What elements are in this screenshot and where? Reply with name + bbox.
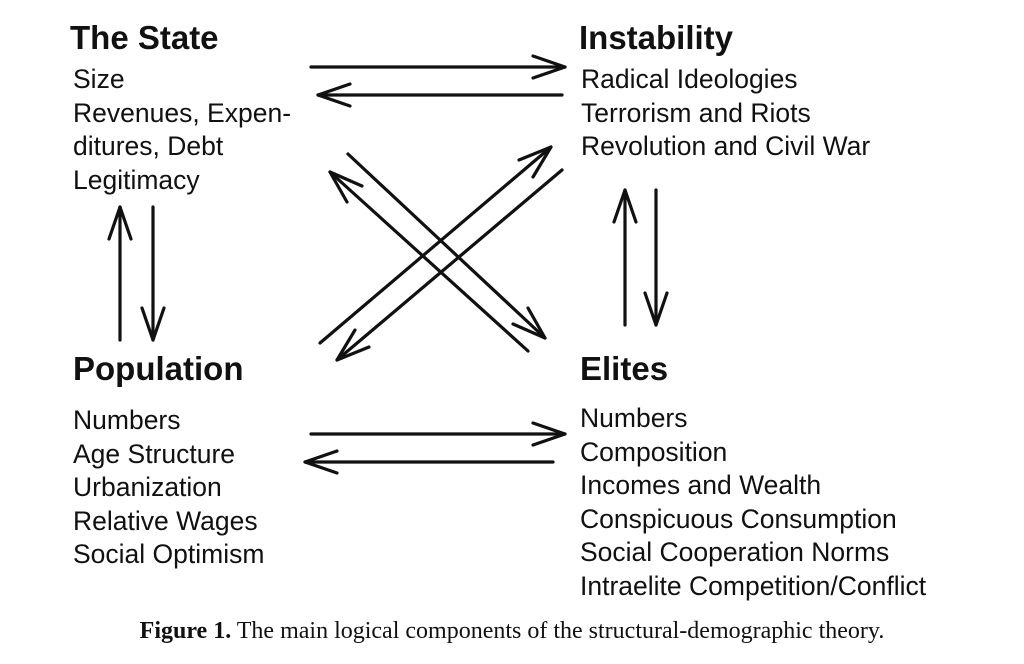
arrow-elites-to-population [303, 449, 555, 475]
arrow-instability-to-elites [643, 188, 669, 327]
node-item-relative-wages: Relative Wages [73, 505, 258, 536]
arrow-state-to-elites [346, 152, 547, 340]
node-item-terrorism-riots: Terrorism and Riots [581, 97, 811, 128]
node-item-legitimacy: Legitimacy [73, 164, 200, 195]
node-items-elites: Numbers Composition Incomes and Wealth C… [580, 402, 926, 603]
node-item-numbers: Numbers [73, 405, 181, 435]
node-item-incomes-wealth: Incomes and Wealth [580, 470, 822, 500]
arrow-state-to-population [140, 205, 166, 342]
node-elites: Elites Numbers Composition Incomes and W… [580, 350, 926, 603]
node-item-composition: Composition [580, 436, 728, 467]
node-item-social-cooperation-norms: Social Cooperation Norms [580, 537, 890, 567]
caption-label: Figure 1. [139, 618, 232, 644]
node-title-population: Population [73, 350, 244, 387]
node-items-instability: Radical Ideologies Terrorism and Riots R… [581, 63, 870, 164]
node-item-age-structure: Age Structure [73, 438, 236, 469]
node-population: Population Numbers Age Structure Urbaniz… [73, 350, 264, 572]
arrow-elites-to-state [328, 170, 530, 353]
node-title-elites: Elites [580, 350, 669, 387]
node-title-instability: Instability [579, 19, 734, 56]
node-item-revenues: Revenues, Expen- [73, 97, 292, 128]
node-item-numbers: Numbers [580, 403, 688, 433]
node-title-the-state: The State [70, 19, 219, 56]
node-item-expenditures-debt: ditures, Debt [73, 131, 224, 161]
node-instability: Instability Radical Ideologies Terrorism… [579, 19, 870, 164]
arrow-instability-to-state [316, 82, 564, 108]
node-the-state: The State Size Revenues, Expen- ditures,… [70, 19, 291, 197]
arrow-population-to-elites [309, 421, 567, 447]
node-item-revolution-civil-war: Revolution and Civil War [581, 131, 871, 161]
arrow-population-to-state [107, 205, 133, 342]
arrow-state-to-instability [309, 54, 567, 80]
arrow-population-to-instability [318, 145, 553, 345]
node-item-radical-ideologies: Radical Ideologies [581, 64, 798, 94]
figure-caption: Figure 1. The main logical components of… [0, 616, 1024, 646]
node-item-urbanization: Urbanization [73, 472, 222, 502]
node-item-social-optimism: Social Optimism [73, 539, 265, 569]
node-item-intraelite-competition: Intraelite Competition/Conflict [580, 570, 927, 601]
node-item-conspicuous-consumption: Conspicuous Consumption [580, 503, 897, 534]
caption-text: The main logical components of the struc… [231, 618, 885, 644]
node-items-population: Numbers Age Structure Urbanization Relat… [73, 404, 264, 572]
node-items-the-state: Size Revenues, Expen- ditures, Debt Legi… [73, 63, 291, 197]
arrow-elites-to-instability [612, 188, 638, 327]
node-item-size: Size [73, 64, 125, 94]
arrow-instability-to-population [335, 168, 564, 362]
